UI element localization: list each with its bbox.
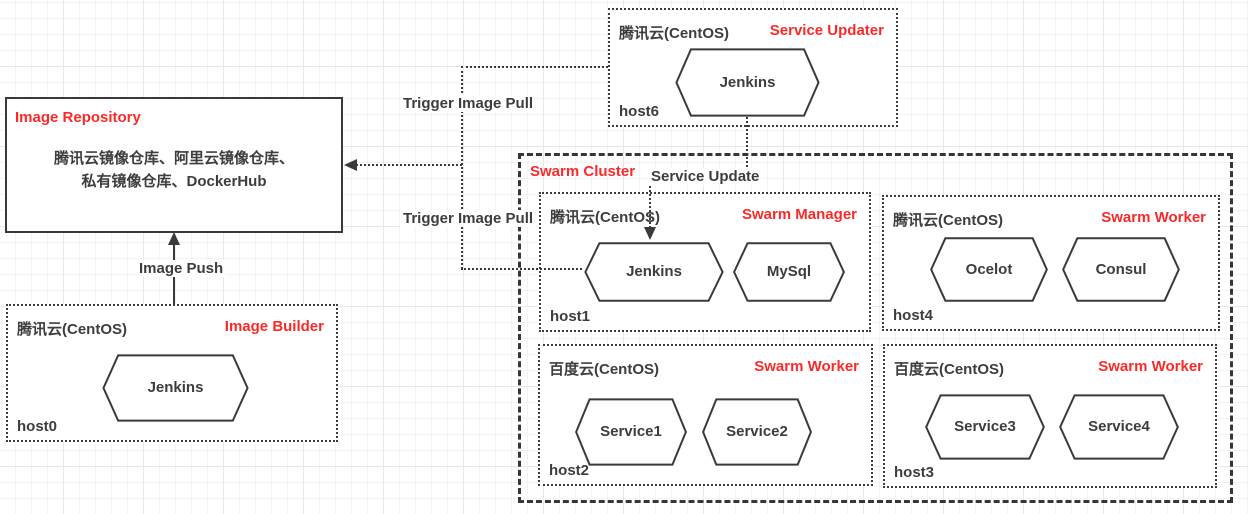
host3-host-label: host3 (894, 464, 935, 481)
host4-provider-label: 腾讯云(CentOS) (893, 212, 1003, 229)
host4-role-label: Swarm Worker (1101, 209, 1206, 226)
host3-service3-hexagon: Service3 (925, 394, 1045, 460)
host4-host-label: host4 (893, 307, 934, 324)
host2-service1-hexagon: Service1 (575, 398, 687, 466)
trigger-image-pull-label-bottom: Trigger Image Pull (400, 210, 537, 227)
edge-service-update-v1 (746, 117, 748, 179)
service-label: Service1 (600, 423, 662, 441)
host1-host-label: host1 (550, 308, 591, 325)
service-label: Service2 (726, 423, 788, 441)
host6-jenkins-hexagon: Jenkins (675, 48, 820, 117)
service-label: Consul (1095, 260, 1147, 278)
host6-host-label: host6 (619, 103, 660, 120)
trigger-image-pull-label-top: Trigger Image Pull (400, 95, 537, 112)
arrowhead-image-push (168, 232, 180, 245)
host0-jenkins-hexagon: Jenkins (102, 354, 249, 422)
hexagon-shape (930, 237, 1048, 302)
swarm-cluster-title: Swarm Cluster (530, 163, 636, 180)
host3-provider-label: 百度云(CentOS) (894, 361, 1004, 378)
hexagon-shape (733, 242, 845, 302)
image-repository-content: 腾讯云镜像仓库、阿里云镜像仓库、 私有镜像仓库、DockerHub (7, 147, 341, 193)
image-repository-title: Image Repository (15, 109, 141, 126)
image-repository-box: Image Repository 腾讯云镜像仓库、阿里云镜像仓库、 私有镜像仓库… (5, 97, 343, 233)
service-label: Service3 (954, 418, 1016, 436)
repository-line2: 私有镜像仓库、DockerHub (81, 173, 267, 190)
host3-role-label: Swarm Worker (1098, 358, 1203, 375)
host3-service4-hexagon: Service4 (1059, 394, 1179, 460)
hexagon-shape (675, 48, 820, 117)
host2-role-label: Swarm Worker (754, 358, 859, 375)
host1-role-label: Swarm Manager (741, 206, 857, 223)
hexagon-shape (102, 354, 249, 422)
service-label: Jenkins (626, 263, 682, 281)
edge-junction-to-repository (356, 164, 462, 166)
hexagon-shape (702, 398, 812, 466)
repository-line1: 腾讯云镜像仓库、阿里云镜像仓库、 (53, 150, 294, 167)
hexagon-shape (575, 398, 687, 466)
service-label: MySql (766, 263, 812, 281)
service-update-label: Service Update (648, 168, 763, 185)
host6-provider-label: 腾讯云(CentOS) (619, 25, 729, 42)
service-label: Jenkins (147, 379, 204, 397)
host1-jenkins-hexagon: Jenkins (584, 242, 724, 302)
host2-box: 百度云(CentOS) Swarm Worker host2 Service1 … (538, 344, 873, 486)
service-label: Service4 (1088, 418, 1150, 436)
hexagon-shape (584, 242, 724, 302)
host2-service2-hexagon: Service2 (702, 398, 812, 466)
host2-provider-label: 百度云(CentOS) (549, 361, 659, 378)
arrowhead-into-repository (344, 159, 357, 171)
host4-consul-hexagon: Consul (1062, 237, 1180, 302)
edge-host1-jenkins-to-junction (461, 268, 582, 270)
host0-provider-label: 腾讯云(CentOS) (17, 321, 127, 338)
host3-box: 百度云(CentOS) Swarm Worker host3 Service3 … (883, 344, 1217, 488)
host6-box: 腾讯云(CentOS) Service Updater host6 Jenkin… (608, 8, 898, 127)
host1-box: 腾讯云(CentOS) Swarm Manager host1 Jenkins … (539, 192, 871, 332)
arrowhead-service-update (644, 227, 656, 240)
service-label: Jenkins (719, 73, 776, 91)
edge-junction-vertical (461, 66, 463, 269)
host0-role-label: Image Builder (224, 318, 324, 335)
host6-role-label: Service Updater (769, 22, 884, 39)
host4-ocelot-hexagon: Ocelot (930, 237, 1048, 302)
host1-mysql-hexagon: MySql (733, 242, 845, 302)
swarm-cluster-box: Swarm Cluster (518, 153, 1233, 503)
host1-provider-label: 腾讯云(CentOS) (550, 209, 660, 226)
host4-box: 腾讯云(CentOS) Swarm Worker host4 Ocelot Co… (882, 195, 1220, 331)
host0-box: 腾讯云(CentOS) Image Builder host0 Jenkins (6, 304, 338, 442)
service-label: Ocelot (965, 260, 1013, 278)
hexagon-shape (1059, 394, 1179, 460)
hexagon-shape (1062, 237, 1180, 302)
edge-service-update-v2 (649, 178, 651, 228)
hexagon-shape (925, 394, 1045, 460)
image-push-label: Image Push (136, 260, 227, 277)
host0-host-label: host0 (17, 418, 58, 435)
host2-host-label: host2 (549, 462, 590, 479)
edge-host6-to-junction (461, 66, 608, 68)
